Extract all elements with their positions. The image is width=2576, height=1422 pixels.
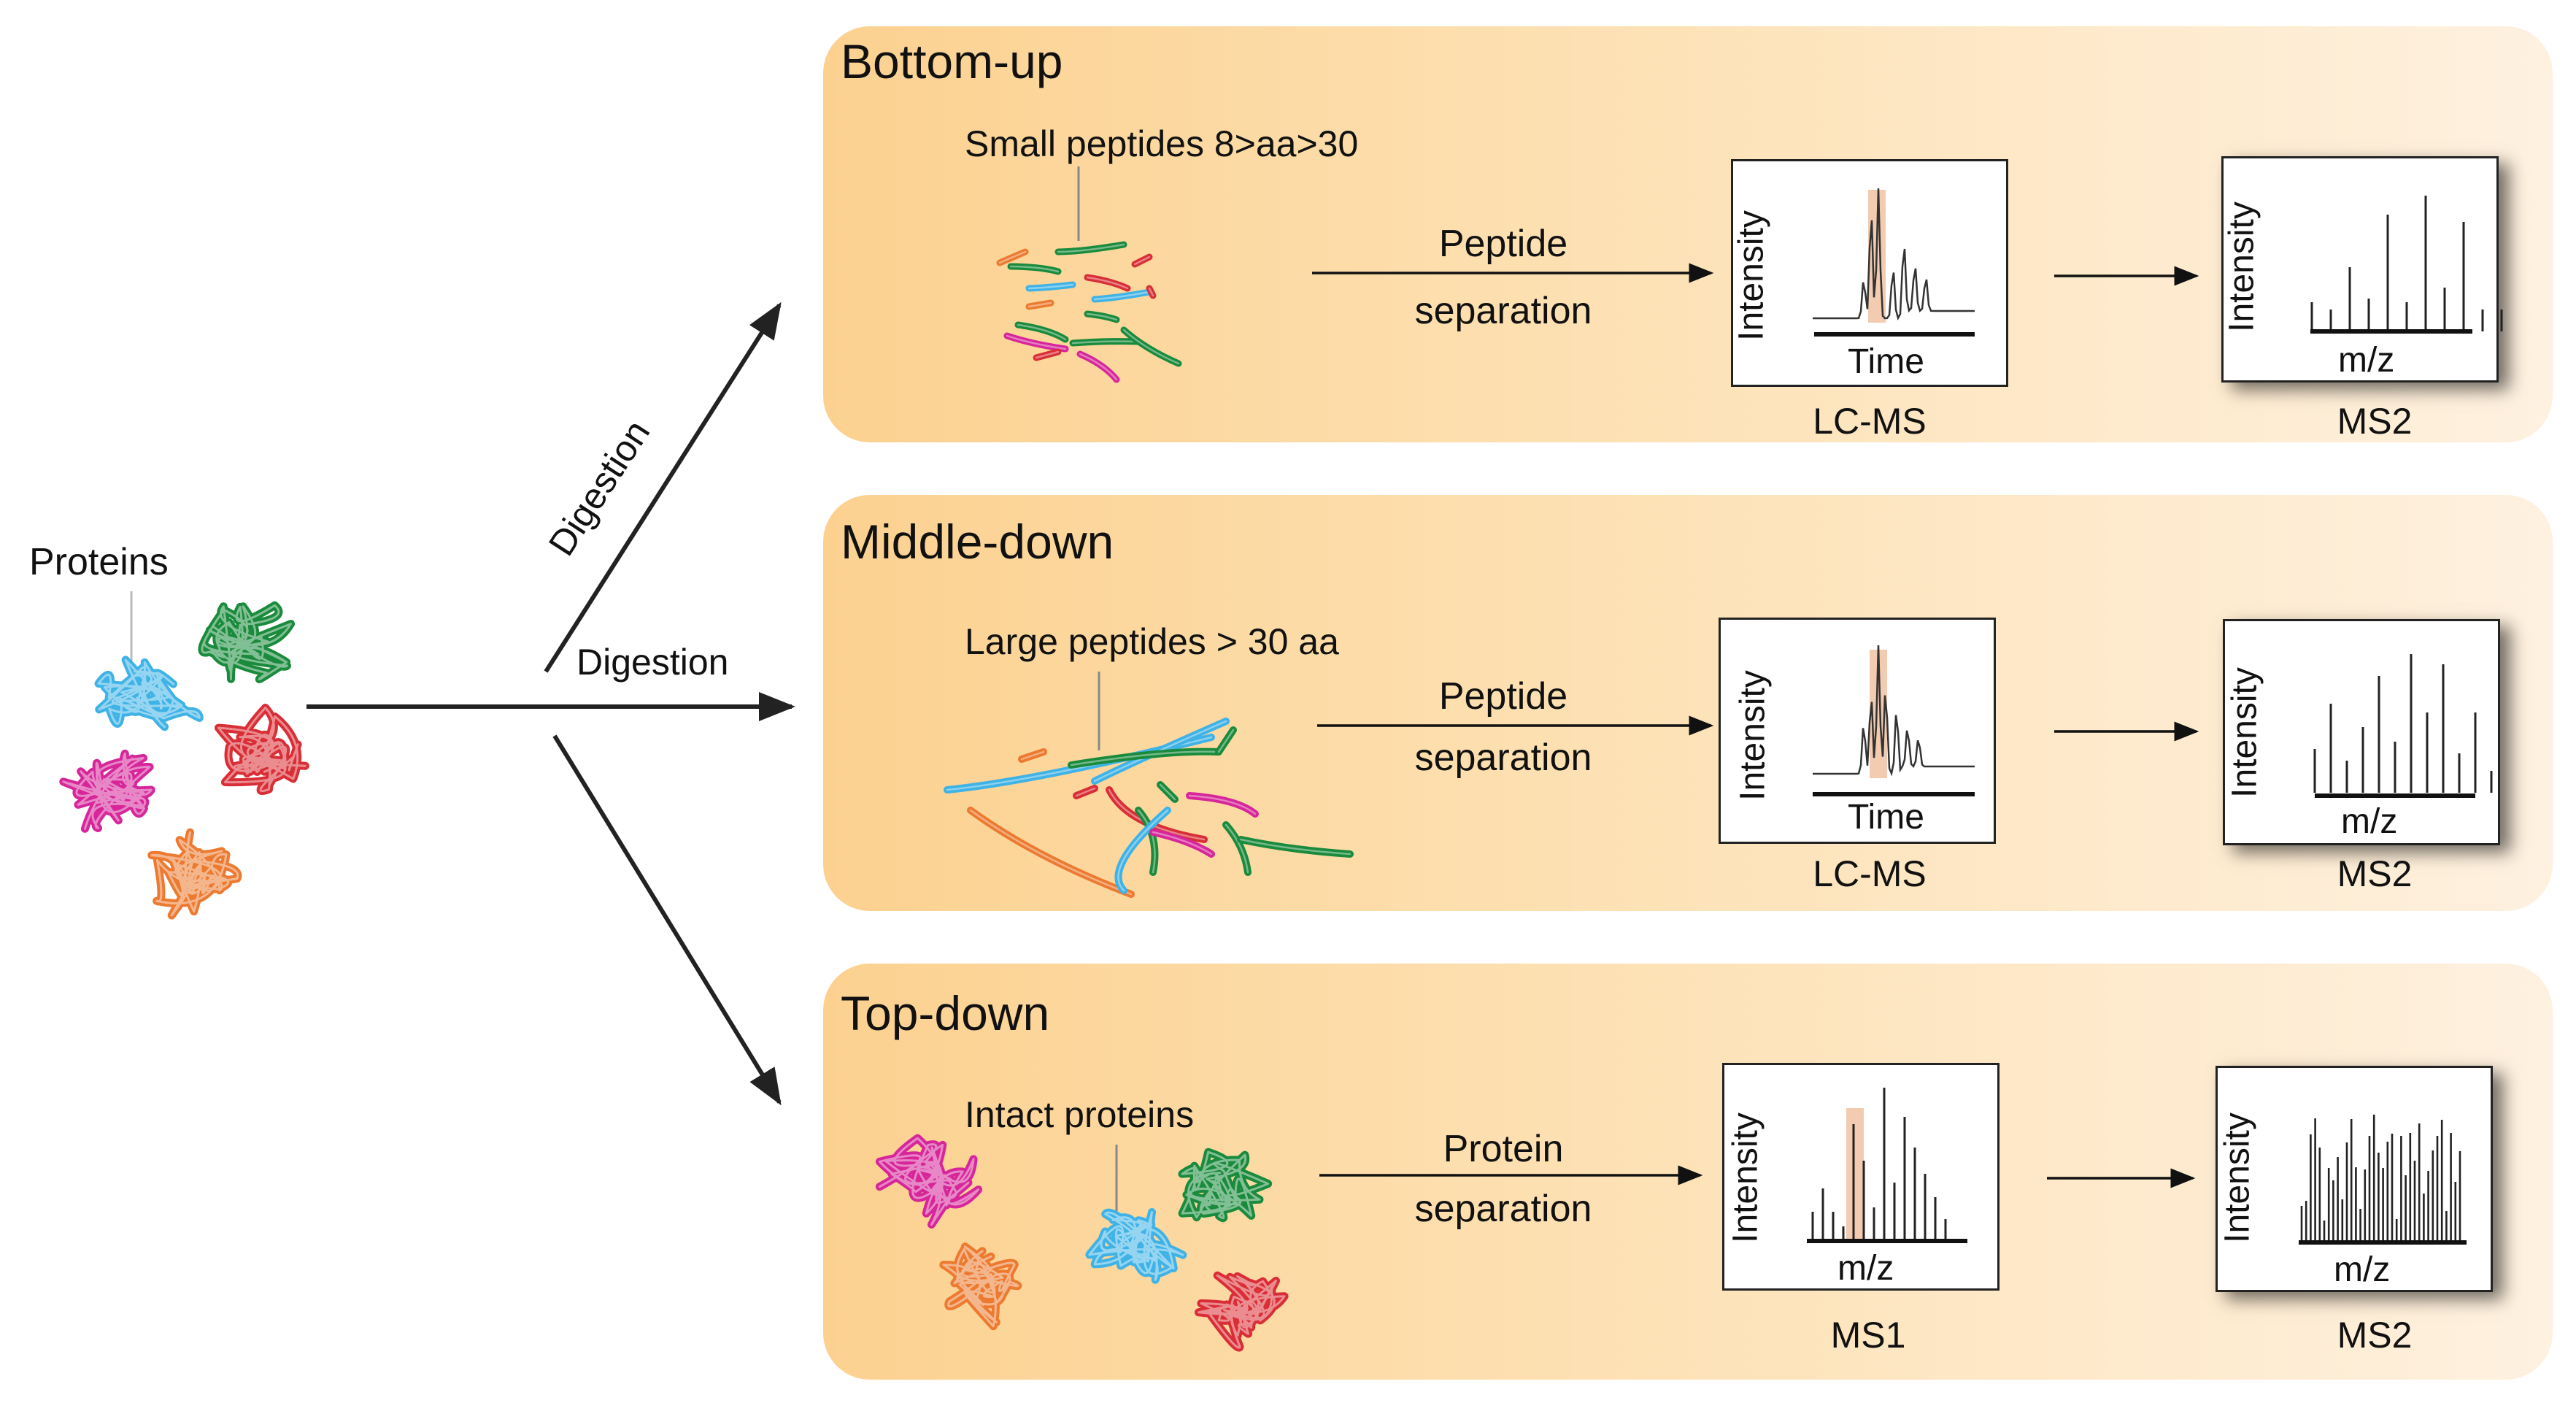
x-axis-label-3b: m/z — [2334, 1250, 2391, 1289]
small-peptide-14 — [1033, 348, 1062, 361]
large-peptide-2 — [1068, 747, 1222, 769]
small-peptide-4 — [1131, 253, 1153, 268]
large-peptide-7 — [1114, 807, 1171, 894]
large-peptide-3 — [1215, 726, 1237, 756]
protein-orange — [147, 828, 242, 920]
small-peptide-7 — [1025, 299, 1054, 310]
ms2-sticks-1 — [2310, 196, 2503, 331]
panel-title-bottom-up: Bottom-up — [841, 34, 1063, 88]
highlight-3 — [1846, 1108, 1864, 1241]
small-peptide-6 — [1091, 288, 1153, 303]
lc-ms-box-2 — [1719, 618, 1996, 844]
separation-label-3a: Protein — [1443, 1128, 1564, 1170]
td-protein-green — [1178, 1148, 1273, 1223]
small-peptide-8 — [1084, 310, 1120, 323]
protein-red — [215, 704, 309, 796]
small-peptide-13 — [1076, 350, 1120, 383]
small-peptide-15 — [1146, 285, 1157, 299]
protein-green — [198, 601, 295, 683]
small-peptide-12 — [1120, 326, 1182, 367]
panel-title-top-down: Top-down — [841, 986, 1050, 1040]
x-axis-label-2b: m/z — [2341, 802, 2398, 841]
y-axis-label-2a: Intensity — [1733, 670, 1773, 801]
peptide-fragments — [944, 241, 1354, 898]
large-peptide-6 — [1135, 807, 1159, 876]
large-peptide-10 — [1149, 829, 1215, 858]
small-peptide-1 — [1054, 241, 1127, 255]
small-peptide-5 — [1025, 281, 1076, 292]
small-peptides-label: Small peptides 8>aa>30 — [965, 123, 1359, 164]
large-peptide-13 — [1018, 748, 1047, 763]
y-axis-label-3b: Intensity — [2218, 1112, 2257, 1243]
td-protein-red — [1195, 1271, 1289, 1352]
separation-label-3b: separation — [1414, 1188, 1592, 1230]
caption-2b: MS2 — [2337, 853, 2413, 894]
ms1-sticks-3 — [1811, 1088, 1947, 1241]
protein-cyan — [94, 656, 204, 731]
td-protein-magenta — [875, 1134, 983, 1229]
y-axis-label-2b: Intensity — [2225, 667, 2264, 798]
y-axis-label-1a: Intensity — [1732, 210, 1771, 341]
caption-3b: MS2 — [2337, 1315, 2413, 1356]
caption-1a: LC-MS — [1813, 401, 1927, 442]
chromatogram-1 — [1813, 188, 1975, 320]
small-peptide-10 — [1003, 332, 1069, 353]
branch-arrow-down — [552, 734, 782, 1106]
ms2-box-1 — [2221, 156, 2499, 383]
protein-magenta — [59, 749, 155, 833]
caption-2a: LC-MS — [1813, 853, 1927, 894]
small-peptide-11 — [1069, 338, 1142, 347]
large-peptide-14 — [1073, 785, 1098, 799]
ms2-sticks-3 — [2300, 1115, 2461, 1242]
large-peptide-12 — [1237, 836, 1354, 858]
td-protein-cyan — [1085, 1208, 1187, 1284]
separation-label-1b: separation — [1414, 290, 1592, 332]
small-peptide-3 — [1084, 274, 1131, 292]
separation-label-2b: separation — [1414, 737, 1592, 779]
x-axis-label-1b: m/z — [2338, 341, 2395, 380]
separation-label-2a: Peptide — [1438, 675, 1568, 718]
branch-arrow-up — [544, 301, 782, 673]
small-peptide-2 — [1007, 263, 1062, 275]
large-peptide-9 — [1186, 792, 1259, 818]
ms2-sticks-2 — [2313, 654, 2493, 793]
td-protein-orange — [939, 1242, 1022, 1331]
panel-title-middle-down: Middle-down — [841, 515, 1114, 569]
small-peptide-9 — [1014, 321, 1069, 343]
x-axis-label-2a: Time — [1848, 798, 1924, 837]
caption-3a: MS1 — [1830, 1315, 1906, 1356]
large-peptide-11 — [1222, 821, 1252, 876]
protein-blobs — [59, 601, 1289, 1352]
small-peptide-0 — [996, 248, 1029, 266]
caption-1b: MS2 — [2337, 401, 2413, 442]
large-peptide-8 — [1157, 781, 1179, 803]
y-axis-label-3a: Intensity — [1726, 1112, 1765, 1243]
separation-label-1a: Peptide — [1438, 223, 1568, 265]
large-peptides-label: Large peptides > 30 aa — [965, 621, 1339, 662]
y-axis-label-1b: Intensity — [2222, 201, 2261, 332]
ms2-box-2 — [2223, 619, 2500, 845]
digestion-middle-label: Digestion — [576, 642, 729, 683]
x-axis-label-3a: m/z — [1837, 1249, 1894, 1288]
proteins-label: Proteins — [29, 541, 169, 583]
ms2-box-3 — [2216, 1066, 2493, 1292]
large-peptide-5 — [967, 807, 1135, 898]
intact-proteins-label: Intact proteins — [965, 1094, 1195, 1135]
x-axis-label-1a: Time — [1848, 342, 1924, 381]
chromatogram-2 — [1813, 645, 1975, 777]
